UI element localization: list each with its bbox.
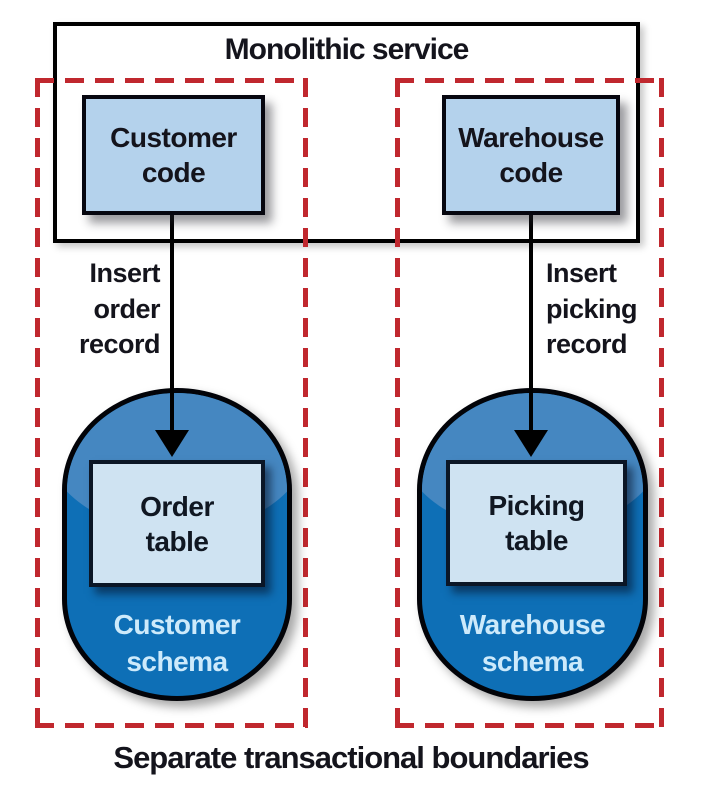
dashed-edge — [659, 78, 664, 728]
insert-picking-arrow-line — [529, 214, 533, 432]
arrow-down-icon — [514, 430, 548, 457]
dashed-edge — [395, 723, 664, 728]
insert-picking-record-label: Insert picking record — [546, 258, 638, 360]
warehouse-schema-label: Warehouse schema — [459, 609, 606, 678]
insert-order-arrow-line — [170, 214, 174, 432]
warehouse-schema-cylinder: Picking table Warehouse schema — [417, 388, 648, 701]
dashed-edge — [35, 78, 40, 728]
order-table-box: Order table — [89, 460, 265, 587]
customer-schema-label: Customer schema — [113, 609, 241, 678]
customer-schema-cylinder: Order table Customer schema — [62, 388, 292, 701]
picking-table-box: Picking table — [446, 460, 627, 586]
customer-code-box: Customer code — [82, 95, 265, 215]
warehouse-code-box: Warehouse code — [442, 95, 620, 215]
insert-order-record-label: Insert order record — [78, 258, 161, 360]
monolithic-service-title: Monolithic service — [224, 33, 470, 66]
arrow-down-icon — [155, 430, 189, 457]
dashed-edge — [35, 723, 308, 728]
monolithic-service-box: Monolithic service — [53, 22, 640, 243]
diagram-caption: Separate transactional boundaries — [113, 740, 589, 775]
